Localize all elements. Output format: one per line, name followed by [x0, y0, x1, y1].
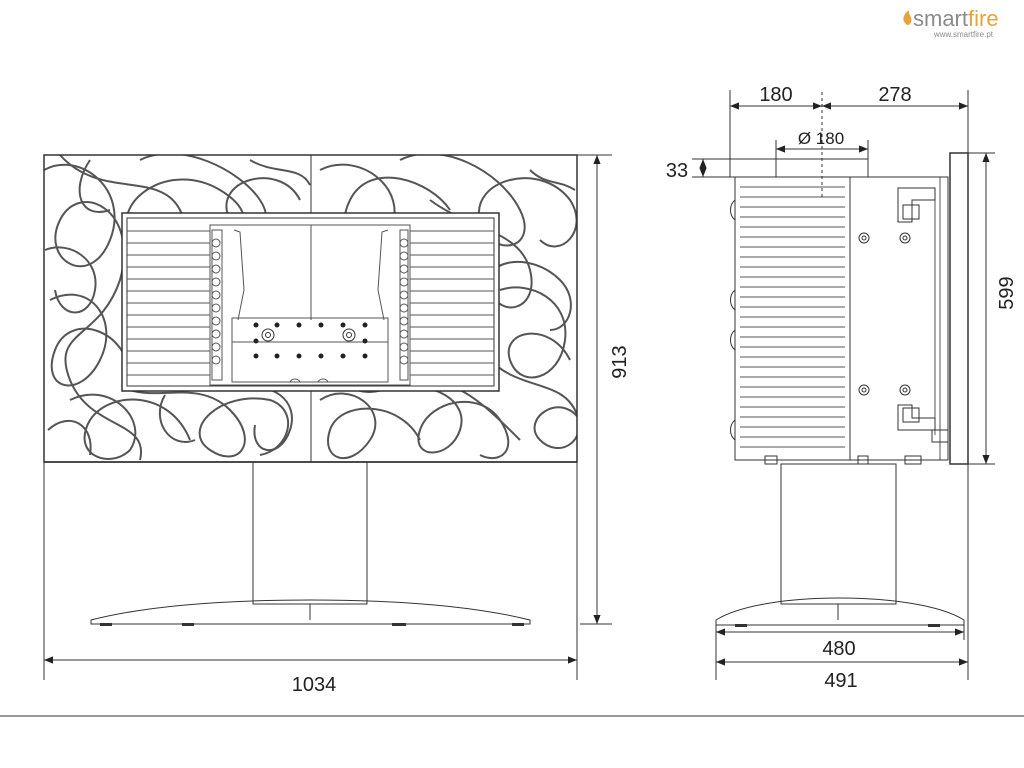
side-pedestal: [780, 463, 897, 605]
dim-label-overall-depth: 491: [824, 670, 857, 692]
front-pedestal: [252, 461, 368, 605]
brand-name-part1: smart: [913, 6, 968, 31]
front-base: [90, 599, 531, 625]
brand-name-part2: fire: [968, 6, 999, 31]
dimension-base-width: [715, 625, 965, 680]
side-hinge-bottom: [897, 404, 936, 431]
dim-label-side-top-left: 180: [759, 84, 792, 106]
dim-label-base-width: 480: [822, 638, 855, 660]
dimension-overall-depth: [716, 464, 969, 680]
dimension-front-width: [43, 462, 578, 680]
side-body-ribbed: [734, 176, 851, 461]
dim-label-side-top-right: 278: [878, 84, 911, 106]
brand-logo: smartfire www.smartfire.pt: [903, 6, 999, 39]
dim-label-front-height: 913: [609, 345, 631, 378]
svg-text:smartfire: smartfire: [913, 6, 999, 31]
dimension-flue-height: [692, 158, 776, 178]
front-louvres-left: [127, 230, 210, 376]
dimension-side-height: [968, 152, 995, 465]
brand-url: www.smartfire.pt: [933, 30, 994, 39]
dimension-flue-diameter: [775, 140, 869, 159]
front-grate-holes: [253, 322, 368, 359]
dim-label-flue-diameter: Ø 180: [798, 129, 844, 148]
front-view: [43, 154, 578, 626]
dim-label-side-height: 599: [996, 276, 1018, 309]
front-louvres-right: [410, 230, 494, 376]
dim-label-flue-height: 33: [666, 160, 688, 182]
flame-icon: [903, 10, 912, 26]
side-base: [715, 597, 965, 626]
side-flue-collar: [775, 158, 869, 178]
dimension-front-height: [570, 154, 612, 625]
dimension-side-top: [729, 90, 969, 200]
front-grate: [231, 317, 389, 383]
side-view: [715, 152, 969, 627]
dim-label-front-width: 1034: [292, 674, 337, 696]
side-ribs: [740, 186, 845, 448]
side-hinge-top: [897, 187, 936, 223]
front-door: [121, 212, 500, 392]
